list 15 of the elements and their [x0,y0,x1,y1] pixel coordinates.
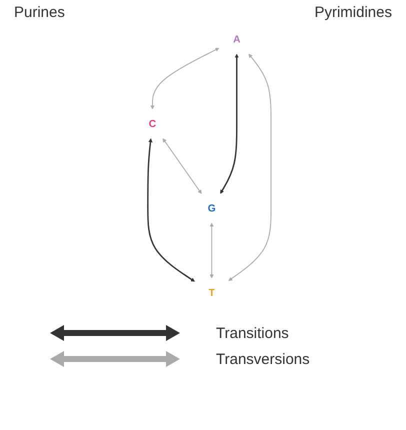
legend-label: Transversions [216,350,310,368]
column-heading: Purines [14,4,65,21]
arrow [147,138,195,282]
legend-label: Transitions [216,324,289,342]
arrow [228,54,272,281]
diagram: A C G T [13,21,393,311]
arrow [162,138,202,194]
node-text: C [148,118,156,130]
column-heading: Pyrimidines [314,4,392,21]
node-text: T [208,286,215,299]
node-text: A [233,33,240,46]
node-text: G [208,202,216,214]
arrow [220,54,239,194]
arrow [210,222,214,278]
arrow [150,48,220,110]
